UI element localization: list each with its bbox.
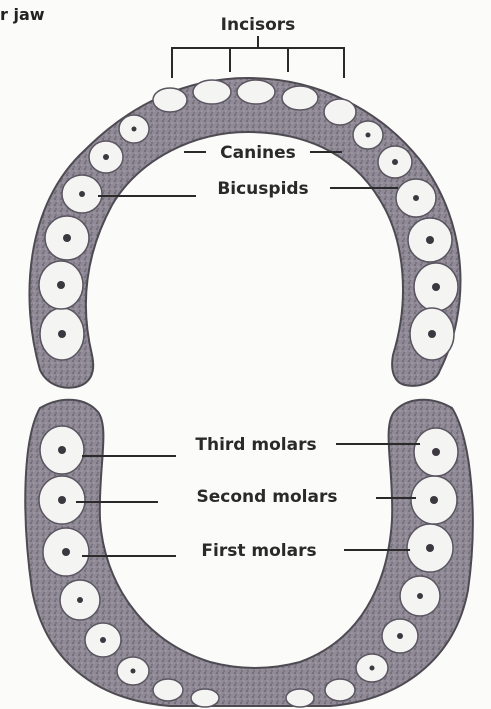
tooth [153, 88, 187, 112]
first-molars-label: First molars [201, 541, 316, 561]
second-molars-label: Second molars [197, 487, 338, 507]
tooth [282, 86, 318, 110]
canines-label: Canines [220, 143, 296, 163]
upper-jaw [29, 78, 460, 388]
jaw-heading: r jaw [0, 5, 45, 24]
tooth [286, 689, 314, 707]
tooth [193, 80, 231, 104]
tooth [325, 679, 355, 701]
incisors-bracket [172, 36, 344, 78]
third-molars-label: Third molars [195, 435, 316, 455]
incisors-label: Incisors [221, 15, 296, 35]
bicuspids-label: Bicuspids [217, 179, 308, 199]
tooth [237, 80, 275, 104]
tooth [191, 689, 219, 707]
tooth [153, 679, 183, 701]
upper-gum [29, 78, 460, 388]
tooth [324, 99, 356, 125]
